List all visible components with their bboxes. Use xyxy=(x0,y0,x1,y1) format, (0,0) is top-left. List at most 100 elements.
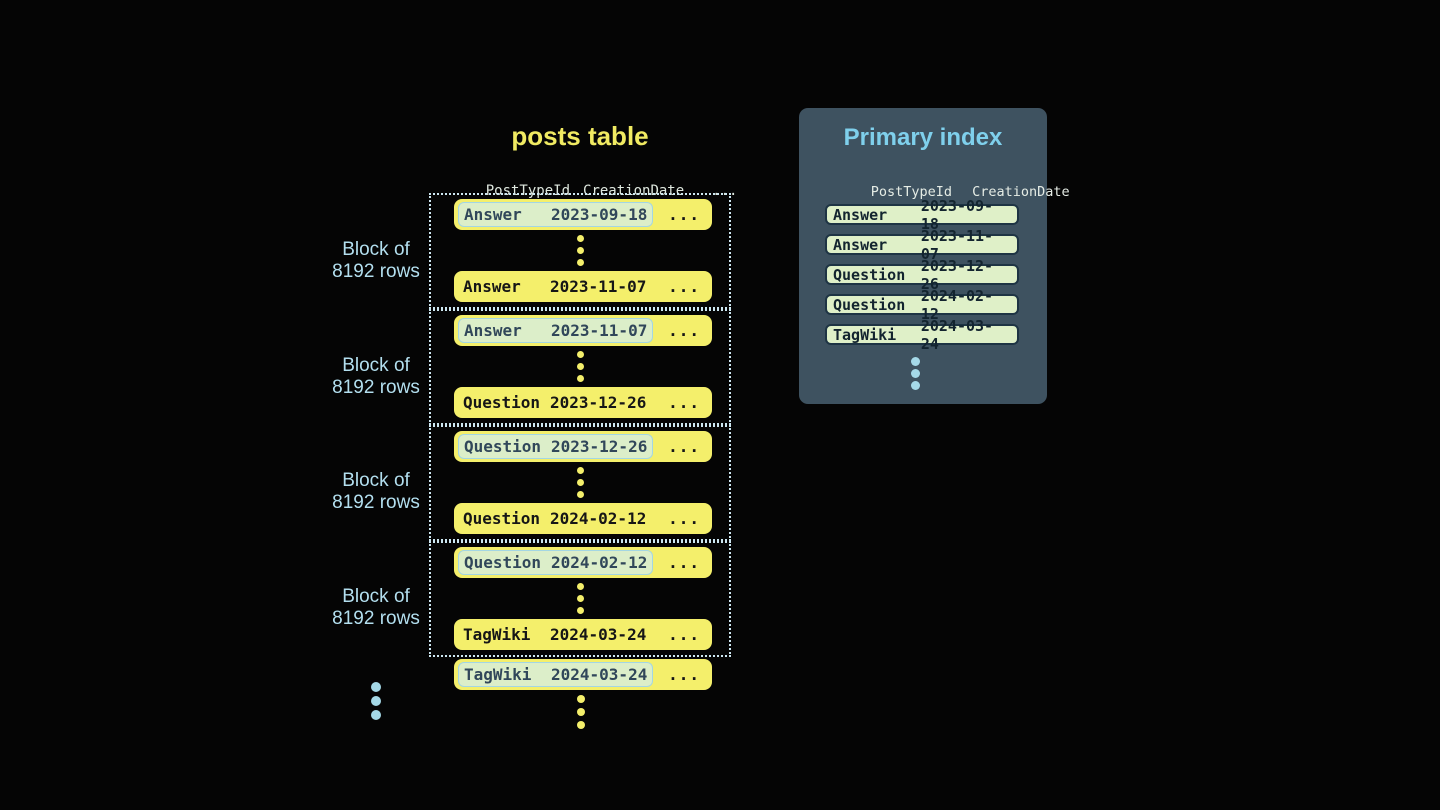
creation-date-cell: 2023-11-07 xyxy=(920,226,994,263)
table-row-highlighted: Question 2024-02-12 ... xyxy=(454,547,712,578)
block-size-label-3: Block of 8192 rows xyxy=(315,470,437,513)
more-columns-ellipsis: ... xyxy=(668,509,700,528)
index-key-highlight-box: Question 2024-02-12 xyxy=(458,550,654,575)
creation-date-cell: 2024-03-24 xyxy=(550,625,647,644)
block-size-label-4: Block of 8192 rows xyxy=(315,586,437,629)
post-type-cell: Question xyxy=(464,553,542,572)
creation-date-cell: 2024-02-12 xyxy=(920,286,994,323)
creation-date-cell: 2023-09-18 xyxy=(920,196,994,233)
table-block-4: Question 2024-02-12 ... TagWiki 2024-03-… xyxy=(429,541,731,657)
table-row-overflow-highlighted: TagWiki 2024-03-24 ... xyxy=(454,659,712,690)
block-label-line2: 8192 rows xyxy=(332,376,420,398)
post-type-cell: Answer xyxy=(833,235,888,254)
block-label-line2: 8192 rows xyxy=(332,607,420,629)
vertical-ellipsis-icon xyxy=(576,467,584,498)
ellipsis-dot xyxy=(911,381,920,390)
column-header-creationdate: CreationDate xyxy=(972,184,1070,200)
post-type-cell: Question xyxy=(464,437,542,456)
creation-date-cell: 2023-12-26 xyxy=(551,437,648,456)
block-label-line1: Block of xyxy=(342,239,410,260)
table-row-highlighted: Answer 2023-11-07 ... xyxy=(454,315,712,346)
block-label-line2: 8192 rows xyxy=(332,260,420,282)
more-columns-ellipsis: ... xyxy=(668,437,700,456)
creation-date-cell: 2023-12-26 xyxy=(550,393,647,412)
ellipsis-dot xyxy=(576,375,584,382)
ellipsis-dot xyxy=(576,595,584,602)
vertical-ellipsis-icon xyxy=(576,351,584,382)
block-size-label-1: Block of 8192 rows xyxy=(315,239,437,282)
ellipsis-dot xyxy=(371,682,381,692)
index-entry: Answer 2023-11-07 xyxy=(825,227,1019,263)
ellipsis-dot xyxy=(576,467,584,474)
index-key-highlight-box: TagWiki 2024-03-24 xyxy=(458,662,654,687)
table-continues-ellipsis-icon xyxy=(577,695,585,729)
block-label-line1: Block of xyxy=(342,586,410,607)
vertical-ellipsis-icon xyxy=(576,583,584,614)
table-block-3: Question 2023-12-26 ... Question 2024-02… xyxy=(429,425,731,541)
more-columns-ellipsis: ... xyxy=(668,625,700,644)
column-header-creationdate: CreationDate xyxy=(583,183,685,199)
ellipsis-dot xyxy=(576,259,584,266)
ellipsis-dot xyxy=(576,235,584,242)
index-key-highlight-box: Question 2023-12-26 xyxy=(458,434,654,459)
primary-index-column-headers: PostTypeId CreationDate xyxy=(822,168,1070,216)
ellipsis-dot xyxy=(577,708,585,716)
post-type-cell: Question xyxy=(463,393,541,412)
ellipsis-dot xyxy=(576,247,584,254)
ellipsis-dot xyxy=(911,357,920,366)
table-row: Question 2023-12-26 ... xyxy=(454,387,712,418)
table-row: TagWiki 2024-03-24 ... xyxy=(454,619,712,650)
ellipsis-dot xyxy=(577,721,585,729)
post-type-cell: Answer xyxy=(833,205,888,224)
table-row: Answer 2023-11-07 ... xyxy=(454,271,712,302)
more-columns-ellipsis: ... xyxy=(668,205,700,224)
primary-index-title: Primary index xyxy=(843,124,1003,151)
ellipsis-dot xyxy=(576,351,584,358)
ellipsis-dot xyxy=(577,695,585,703)
post-type-cell: Answer xyxy=(464,321,522,340)
primary-index-rows: Answer 2023-09-18 Answer 2023-11-07 Ques… xyxy=(825,197,1019,353)
index-entry: TagWiki 2024-03-24 xyxy=(825,317,1019,353)
index-continues-ellipsis-icon xyxy=(911,357,920,390)
index-entry: Question 2024-02-12 xyxy=(825,287,1019,323)
creation-date-cell: 2024-02-12 xyxy=(550,509,647,528)
creation-date-cell: 2023-11-07 xyxy=(550,277,647,296)
post-type-cell: Question xyxy=(463,509,541,528)
block-label-line1: Block of xyxy=(342,470,410,491)
index-key-highlight-box: Answer 2023-09-18 xyxy=(458,202,654,227)
ellipsis-dot xyxy=(576,583,584,590)
creation-date-cell: 2023-12-26 xyxy=(920,256,994,293)
ellipsis-dot xyxy=(576,479,584,486)
post-type-cell: TagWiki xyxy=(464,665,532,684)
more-columns-ellipsis: ... xyxy=(668,553,700,572)
block-label-line2: 8192 rows xyxy=(332,491,420,513)
creation-date-cell: 2023-09-18 xyxy=(551,205,648,224)
post-type-cell: Question xyxy=(833,265,906,284)
post-type-cell: Answer xyxy=(464,205,522,224)
more-columns-ellipsis: ... xyxy=(668,321,700,340)
post-type-cell: Question xyxy=(833,295,906,314)
table-row: Question 2024-02-12 ... xyxy=(454,503,712,534)
block-label-line1: Block of xyxy=(342,355,410,376)
block-size-label-2: Block of 8192 rows xyxy=(315,355,437,398)
table-block-1: Answer 2023-09-18 ... Answer 2023-11-07 … xyxy=(429,193,731,309)
column-header-posttypeid: PostTypeId xyxy=(485,183,571,199)
posts-table-title: posts table xyxy=(511,121,649,151)
ellipsis-dot xyxy=(371,710,381,720)
post-type-cell: TagWiki xyxy=(833,325,897,344)
table-row-highlighted: Question 2023-12-26 ... xyxy=(454,431,712,462)
ellipsis-dot xyxy=(911,369,920,378)
more-columns-ellipsis: ... xyxy=(668,277,700,296)
ellipsis-dot xyxy=(576,607,584,614)
post-type-cell: Answer xyxy=(463,277,521,296)
table-row-highlighted: Answer 2023-09-18 ... xyxy=(454,199,712,230)
creation-date-cell: 2024-03-24 xyxy=(551,665,648,684)
ellipsis-dot xyxy=(576,363,584,370)
vertical-ellipsis-icon xyxy=(576,235,584,266)
column-header-posttypeid: PostTypeId xyxy=(870,184,953,200)
creation-date-cell: 2024-03-24 xyxy=(920,316,994,353)
ellipsis-dot xyxy=(371,696,381,706)
creation-date-cell: 2024-02-12 xyxy=(551,553,648,572)
index-key-highlight-box: Answer 2023-11-07 xyxy=(458,318,654,343)
